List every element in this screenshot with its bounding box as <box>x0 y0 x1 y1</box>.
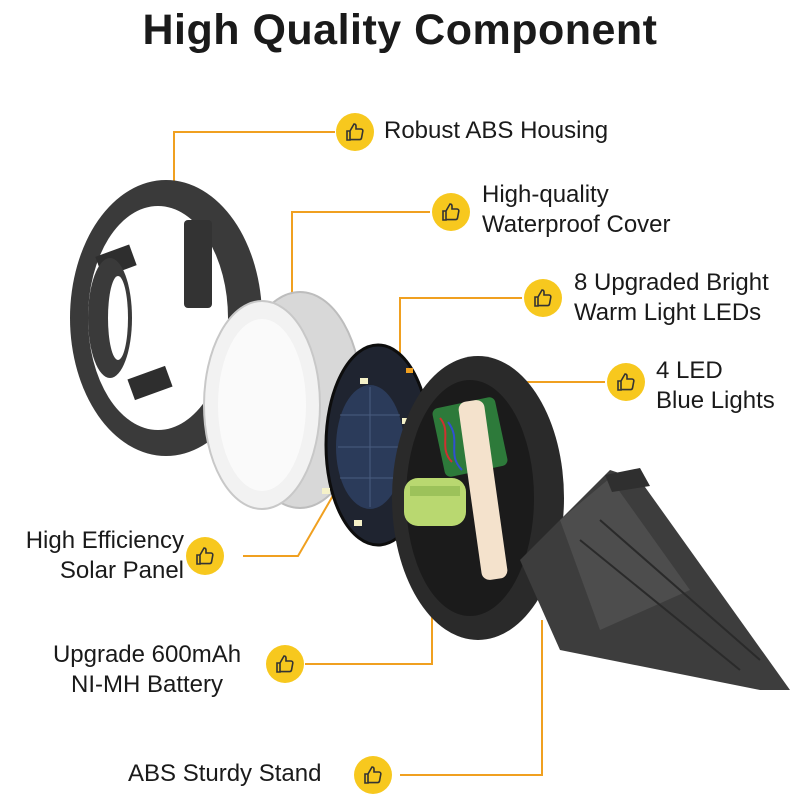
label-solar-line2: Solar Panel <box>59 557 184 584</box>
thumbs-up-icon <box>524 279 562 317</box>
abs-stand <box>520 468 790 690</box>
leader-cover <box>291 211 430 300</box>
label-stand: ABS Sturdy Stand <box>128 759 321 789</box>
label-cover-line1: High-quality <box>482 181 609 208</box>
thumbs-up-icon <box>186 537 224 575</box>
leader-stand <box>400 620 543 776</box>
thumbs-up-icon <box>607 363 645 401</box>
label-blue: 4 LED Blue Lights <box>656 356 775 416</box>
thumbs-up-icon <box>354 756 392 794</box>
label-battery-line1: Upgrade 600mAh <box>52 641 242 668</box>
thumbs-up-icon <box>266 645 304 683</box>
leader-solar <box>243 479 343 557</box>
inner-housing <box>392 356 564 640</box>
label-blue-line2: Blue Lights <box>656 387 775 414</box>
label-battery: Upgrade 600mAh NI-MH Battery <box>38 640 256 700</box>
label-stand-line1: ABS Sturdy Stand <box>128 760 322 787</box>
label-blue-line1: 4 LED <box>656 357 723 384</box>
label-leds-line2: Warm Light LEDs <box>574 299 762 326</box>
battery <box>404 478 466 526</box>
label-leds-line1: 8 Upgraded Bright <box>574 269 769 296</box>
label-leds: 8 Upgraded Bright Warm Light LEDs <box>574 268 769 328</box>
label-solar-line1: High Efficiency <box>25 527 184 554</box>
label-cover: High-quality Waterproof Cover <box>482 180 671 240</box>
label-cover-line2: Waterproof Cover <box>482 211 671 238</box>
label-housing: Robust ABS Housing <box>384 116 608 146</box>
page-title: High Quality Component <box>142 6 658 54</box>
thumbs-up-icon <box>432 193 470 231</box>
leader-housing <box>173 131 335 200</box>
leader-leds <box>399 297 522 360</box>
label-housing-line1: Robust ABS Housing <box>384 117 609 144</box>
thumbs-up-icon <box>336 113 374 151</box>
label-solar: High Efficiency Solar Panel <box>4 526 184 586</box>
label-battery-line2: NI-MH Battery <box>70 671 223 698</box>
